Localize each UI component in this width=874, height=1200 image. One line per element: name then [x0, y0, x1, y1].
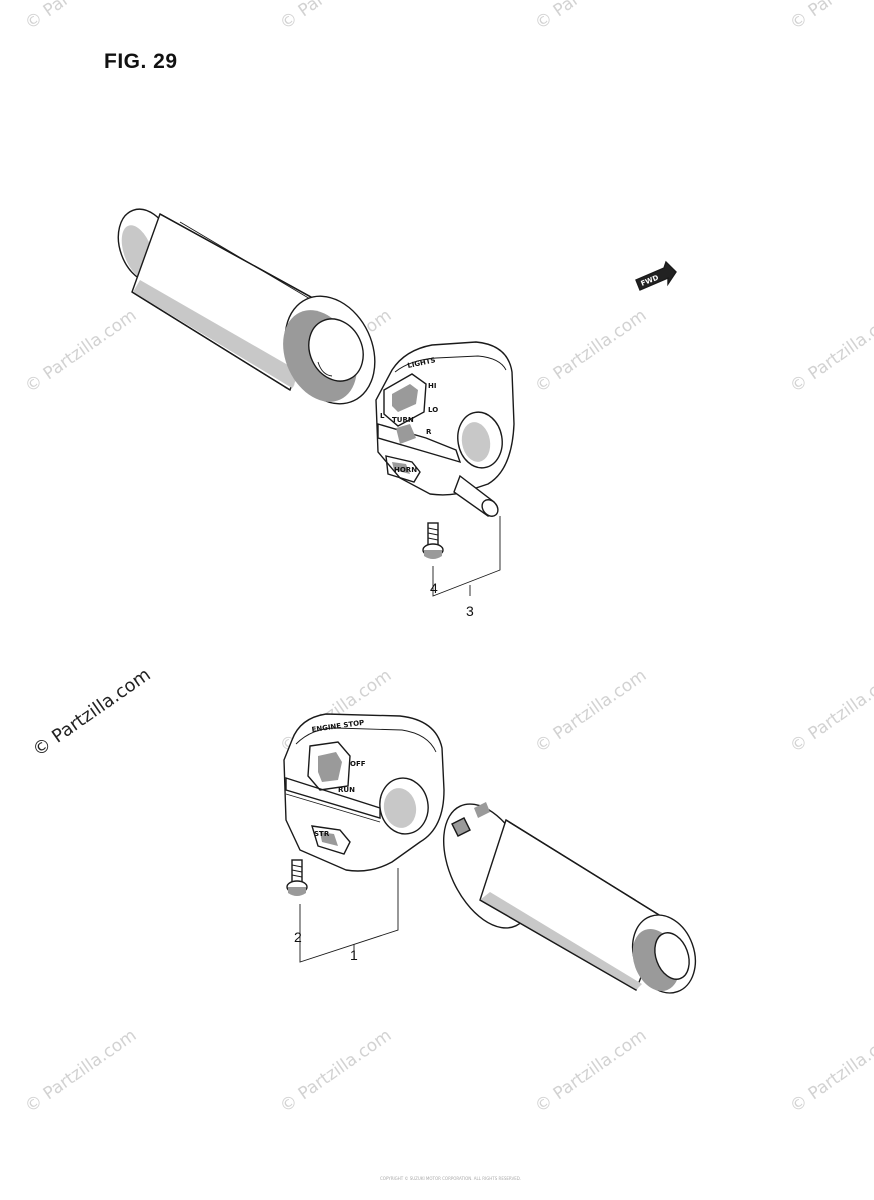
hi-label: HI [428, 382, 436, 390]
watermark-tile: © Partzilla.com [531, 305, 650, 397]
left-switch-housing: ENGINE STOP OFF RUN STR [283, 713, 445, 872]
off-label: OFF [350, 760, 366, 768]
watermark-logo: © Partzilla.com [29, 664, 155, 761]
watermark-tile: © Partzilla.com [21, 0, 140, 34]
upper-screw [422, 522, 444, 559]
watermark-tile: © Partzilla.com [21, 305, 140, 397]
horn-label: HORN [394, 466, 417, 474]
callout-3: 3 [466, 603, 474, 619]
turn-label: TURN [392, 416, 414, 424]
watermark-tile: © Partzilla.com [276, 1025, 395, 1117]
turn-l-label: L [380, 412, 385, 420]
watermark-tile: © Partzilla.com [531, 0, 650, 34]
watermark-tile: © Partzilla.com [786, 305, 874, 397]
turn-r-label: R [426, 428, 432, 436]
callout-lines-upper [432, 516, 501, 597]
run-label: RUN [338, 786, 355, 794]
callout-lines-lower [299, 868, 399, 963]
lower-screw [286, 859, 308, 896]
watermark-tile: © Partzilla.com [531, 665, 650, 757]
right-switch-housing: LIGHTS HI LO L TURN R HORN [375, 341, 515, 517]
watermark-tile: © Partzilla.com [21, 1025, 140, 1117]
callout-2: 2 [294, 929, 302, 945]
fwd-badge: FWD [635, 260, 677, 291]
callout-1: 1 [350, 947, 358, 963]
upper-grip [117, 208, 376, 405]
footer-copyright: COPYRIGHT © SUZUKI MOTOR CORPORATION. AL… [380, 1176, 521, 1181]
watermark-tile: © Partzilla.com [786, 665, 874, 757]
lower-grip [442, 802, 697, 994]
callout-4: 4 [430, 580, 438, 596]
lo-label: LO [428, 406, 438, 414]
watermark-tile: © Partzilla.com [786, 0, 874, 34]
watermark-tile: © Partzilla.com [786, 1025, 874, 1117]
watermark-tile: © Partzilla.com [276, 0, 395, 34]
figure-title: FIG. 29 [104, 50, 178, 73]
start-label: STR [314, 830, 330, 838]
watermark-tile: © Partzilla.com [531, 1025, 650, 1117]
watermark-layer: © Partzilla.com © Partzilla.com © Partzi… [21, 0, 874, 1117]
